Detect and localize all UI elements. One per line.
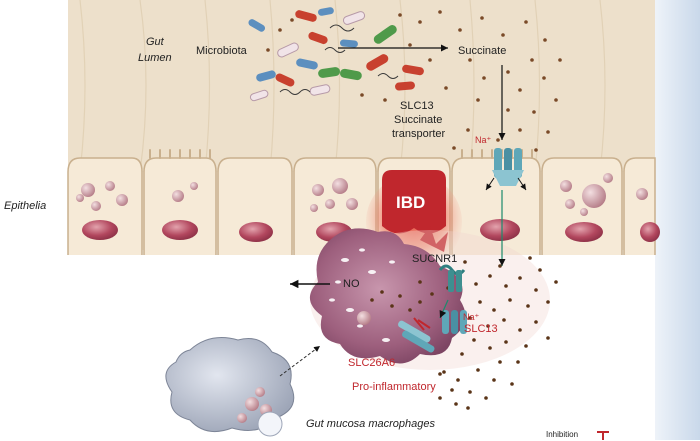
no-label: NO [343, 278, 360, 290]
na-arrow-left [485, 177, 495, 191]
slc13-uptake-arrow [439, 299, 449, 319]
succinate-transporter-label-line3: transporter [392, 128, 446, 140]
macrophage-nucleus [357, 311, 371, 325]
ibd-lesion [382, 170, 446, 234]
slc26a6-transporter [398, 320, 435, 353]
pro-inflammatory-dots [438, 372, 470, 410]
resting-macrophage-nucleus [257, 411, 283, 437]
inhibition-legend-label: Inhibition [546, 430, 579, 439]
inhibition-legend-symbol [597, 431, 609, 440]
succinate-transporter-label-line2: Succinate [394, 114, 443, 126]
na-arrow-right [517, 177, 527, 191]
succinate-dots-mucosa [370, 256, 558, 400]
sucnr1-receptor [438, 264, 466, 292]
macrophages-label: Gut mucosa macrophages [306, 418, 436, 430]
slc13-transporter-top [492, 148, 524, 186]
slc26a6-inhibition [417, 319, 431, 329]
gut-lumen [68, 0, 655, 172]
activation-arrow [279, 345, 321, 377]
sucnr1-label: SUCNR1 [412, 253, 458, 265]
gut-lumen-label-line1: Gut [146, 36, 164, 48]
ibd-burst [420, 226, 448, 252]
microbiota-label: Microbiota [196, 45, 247, 57]
slc13-macrophage-label: SLC13 [464, 323, 498, 335]
na-label-mid: Na⁺ [463, 312, 480, 322]
slc26a6-label: SLC26A6 [348, 357, 396, 369]
microbiota-bacteria [248, 7, 424, 102]
epithelia-label: Epithelia [4, 200, 47, 212]
right-photo-strip [655, 0, 700, 440]
activated-macrophage [309, 228, 466, 364]
succinate-dots-lumen [266, 10, 562, 152]
gut-lumen-label-line2: Lumen [138, 52, 172, 64]
ibd-label: IBD [396, 193, 426, 212]
pro-inflammatory-label: Pro-inflammatory [352, 381, 436, 393]
na-label-top: Na⁺ [475, 135, 492, 145]
succinate-label: Succinate [458, 45, 507, 57]
slc13-label: SLC13 [400, 100, 434, 112]
slc26a6-inhibition-bar [413, 317, 425, 331]
